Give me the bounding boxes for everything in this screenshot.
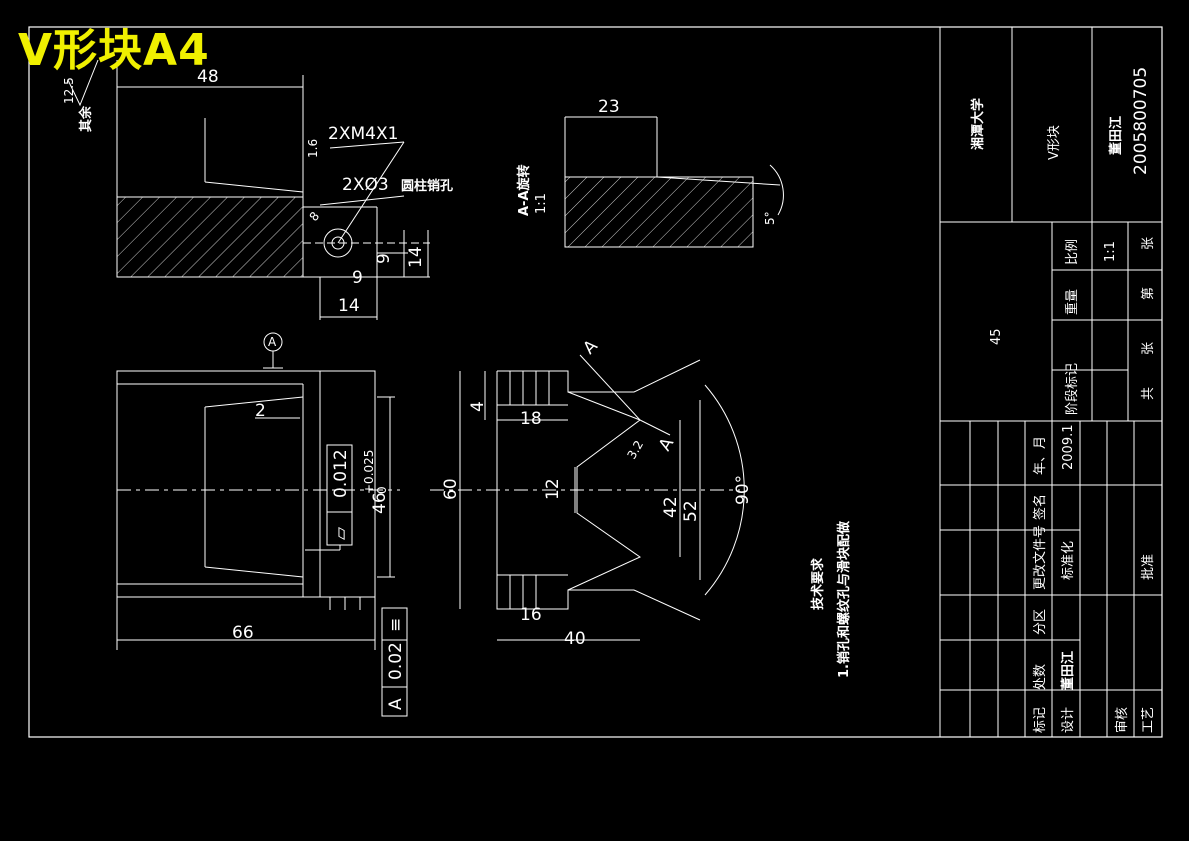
dim-4: 4 xyxy=(468,401,488,412)
dim-9-vertical: 9 xyxy=(374,253,394,264)
dim-5-degree: 5° xyxy=(763,211,777,225)
drawing-title: V形块A4 xyxy=(18,25,210,76)
datum-a-symbol: A xyxy=(268,335,277,349)
roughness-value: 12.5 xyxy=(62,77,76,104)
dim-46: 46 xyxy=(370,492,390,514)
symmetry-tolerance: 0.02 xyxy=(386,642,406,680)
symmetry-icon: ≡ xyxy=(386,618,406,632)
sheet-unit-2: 张 xyxy=(1141,237,1156,250)
dim-14-horizontal: 14 xyxy=(338,296,360,316)
section-mark-top: A xyxy=(579,336,602,359)
material: 45 xyxy=(989,328,1004,345)
drawing-border xyxy=(28,26,1163,738)
sheets-total-label: 共 xyxy=(1141,387,1156,400)
standard-label: 标准化 xyxy=(1061,541,1076,580)
tol-upper: +0.025 xyxy=(362,450,376,494)
ratio-value: 1:1 xyxy=(1103,241,1118,262)
title-block xyxy=(939,26,1163,738)
section-view xyxy=(564,116,784,248)
process-label: 工艺 xyxy=(1141,707,1156,733)
dim-23: 23 xyxy=(598,97,620,117)
hole-note-m4: 2XM4X1 xyxy=(328,124,398,144)
side-roughness: 3.2 xyxy=(624,438,646,462)
roughness-small: 1.6 xyxy=(306,139,320,158)
student-number: 2005800705 xyxy=(1131,67,1151,175)
section-mark-bottom: A xyxy=(655,434,678,454)
stage-mark-label: 阶段标记 xyxy=(1065,363,1080,415)
row-doc-label: 更改文件号 xyxy=(1033,525,1048,590)
section-label: A-A旋转 xyxy=(516,164,532,216)
hole-note-pin: 圆柱销孔 xyxy=(401,178,453,194)
design-label: 设计 xyxy=(1061,707,1076,733)
weight-label: 重量 xyxy=(1064,289,1080,315)
tech-req-heading: 技术要求 xyxy=(810,557,826,610)
row-mark-label: 标记 xyxy=(1033,707,1048,733)
side-view xyxy=(430,354,745,641)
hole-note-d3: 2XØ3 xyxy=(342,175,389,195)
row-zone-label: 分区 xyxy=(1033,609,1048,635)
dim-90-degree: 90° xyxy=(733,475,753,505)
sheet-unit: 张 xyxy=(1141,342,1156,355)
row-date-label: 年、月 xyxy=(1033,436,1048,475)
symmetry-datum: A xyxy=(386,698,406,710)
dim-40: 40 xyxy=(564,629,586,649)
ratio-label: 比例 xyxy=(1065,239,1080,265)
dim-2: 2 xyxy=(255,401,266,421)
dim-48: 48 xyxy=(197,67,219,87)
front-view xyxy=(116,332,408,717)
row-sign-label: 签名 xyxy=(1032,494,1048,520)
school-name: 湘潭大学 xyxy=(970,98,986,150)
dim-14-vertical: 14 xyxy=(406,246,426,268)
author-name: 董田江 xyxy=(1108,116,1124,155)
row-count-label: 处数 xyxy=(1033,664,1048,690)
designer-name: 董田江 xyxy=(1060,651,1076,690)
part-name: V形块 xyxy=(1047,125,1062,160)
flatness-tolerance: 0.012 xyxy=(331,449,351,498)
dim-66: 66 xyxy=(232,623,254,643)
tech-req-line1: 1.销孔和螺纹孔与滑块配做 xyxy=(836,521,852,678)
top-view xyxy=(67,59,430,320)
tol-lower: 0 xyxy=(375,486,389,494)
flatness-icon: ⏥ xyxy=(331,526,351,540)
review-label: 审核 xyxy=(1115,707,1130,733)
dim-60: 60 xyxy=(441,478,461,500)
sheet-number-label: 第 xyxy=(1141,287,1156,300)
dim-16: 16 xyxy=(520,605,542,625)
dim-42: 42 xyxy=(661,496,681,518)
dim-12: 12 xyxy=(543,478,563,500)
roughness-other-label: 其余 xyxy=(78,105,94,132)
dim-9-horizontal: 9 xyxy=(352,268,363,288)
dim-8: 8 xyxy=(307,209,323,224)
dim-52: 52 xyxy=(681,500,701,522)
dim-18: 18 xyxy=(520,409,542,429)
approve-label: 批准 xyxy=(1141,554,1156,580)
section-scale: 1:1 xyxy=(534,193,549,214)
design-date: 2009.1 xyxy=(1061,425,1076,471)
